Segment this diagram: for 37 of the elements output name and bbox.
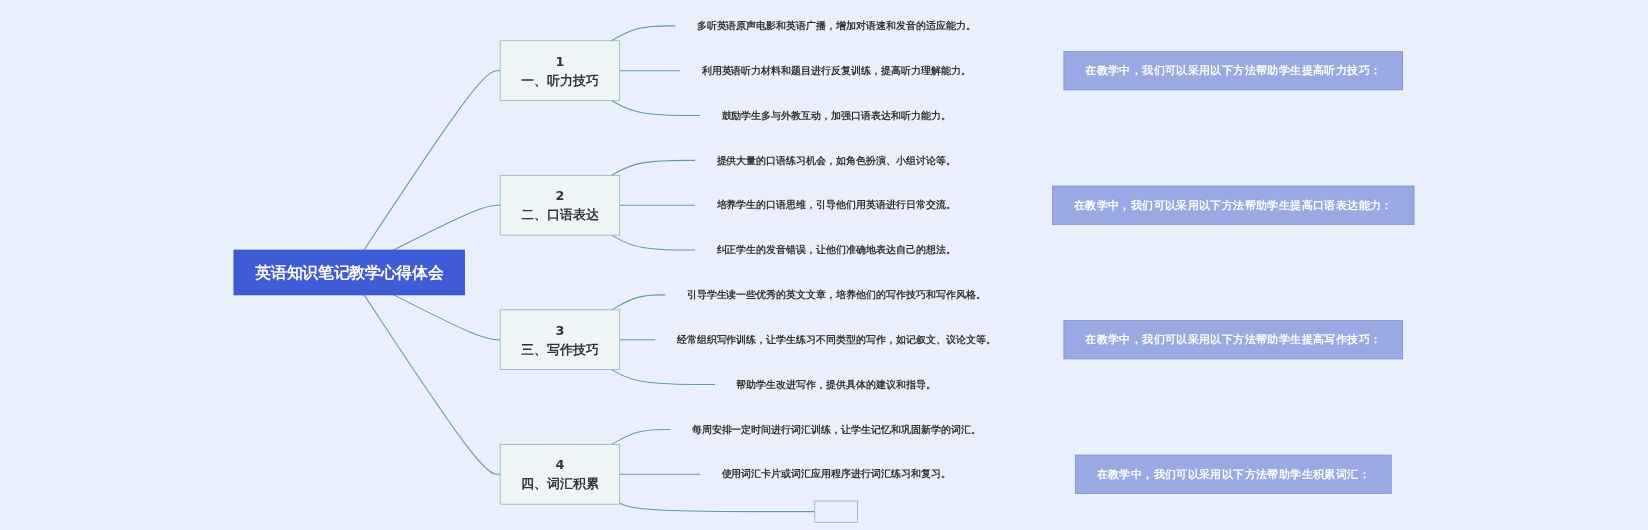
node-box: 在教学中，我们可以采用以下方法帮助学生提高口语表达能力： bbox=[1052, 185, 1415, 225]
node-text: 帮助学生改进写作，提供具体的建议和指导。 bbox=[736, 378, 936, 390]
connector bbox=[619, 339, 656, 341]
connector bbox=[611, 25, 676, 42]
node-text: 使用词汇卡片或词汇应用程序进行词汇练习和复习。 bbox=[721, 468, 951, 480]
connector bbox=[393, 204, 501, 251]
connector bbox=[611, 369, 716, 386]
node-box: 在教学中，我们可以采用以下方法帮助学生提高写作技巧： bbox=[1063, 320, 1404, 360]
connector bbox=[619, 502, 816, 513]
node-text: 每周安排一定时间进行词汇训练，让学生记忆和巩固新学的词汇。 bbox=[691, 423, 981, 435]
connector bbox=[611, 159, 696, 176]
node-text: 培养学生的口语思维，引导他们用英语进行日常交流。 bbox=[716, 199, 956, 211]
node-text: 引导学生读一些优秀的英文文章，培养他们的写作技巧和写作风格。 bbox=[686, 288, 986, 301]
connector bbox=[611, 234, 696, 251]
node-box: 4 四、词汇积累 bbox=[499, 444, 621, 505]
node-box: 1 一、听力技巧 bbox=[499, 40, 621, 101]
node-box: 在教学中，我们可以采用以下方法帮助学生提高听力技巧： bbox=[1063, 51, 1404, 91]
connector bbox=[611, 100, 701, 117]
node-text: 提供大量的口语练习机会，如角色扮演、小组讨论等。 bbox=[716, 154, 956, 166]
node-box bbox=[814, 500, 858, 523]
node-text: 多听英语原声电影和英语广播，增加对语速和发音的适应能力。 bbox=[696, 19, 976, 32]
node-box: 2 二、口语表达 bbox=[499, 174, 621, 236]
connector bbox=[363, 70, 501, 251]
node-text: 利用英语听力材料和题目进行反复训练，提高听力理解能力。 bbox=[701, 64, 971, 77]
node-text: 经常组织写作训练，让学生练习不同类型的写作，如记叙文、议论文等。 bbox=[676, 333, 996, 346]
node-box: 英语知识笔记教学心得体会 bbox=[233, 249, 465, 296]
connector bbox=[393, 294, 501, 341]
connector bbox=[363, 294, 501, 475]
connector bbox=[619, 473, 701, 475]
connector bbox=[611, 294, 666, 311]
node-text: 纠正学生的发音错误，让他们准确地表达自己的想法。 bbox=[716, 244, 956, 256]
node-text: 鼓励学生多与外教互动，加强口语表达和听力能力。 bbox=[721, 109, 951, 121]
node-box: 3 三、写作技巧 bbox=[499, 309, 621, 370]
connector bbox=[619, 204, 696, 206]
connector bbox=[611, 428, 671, 445]
node-box: 在教学中，我们可以采用以下方法帮助学生积累词汇： bbox=[1074, 454, 1392, 494]
connector bbox=[619, 70, 681, 72]
